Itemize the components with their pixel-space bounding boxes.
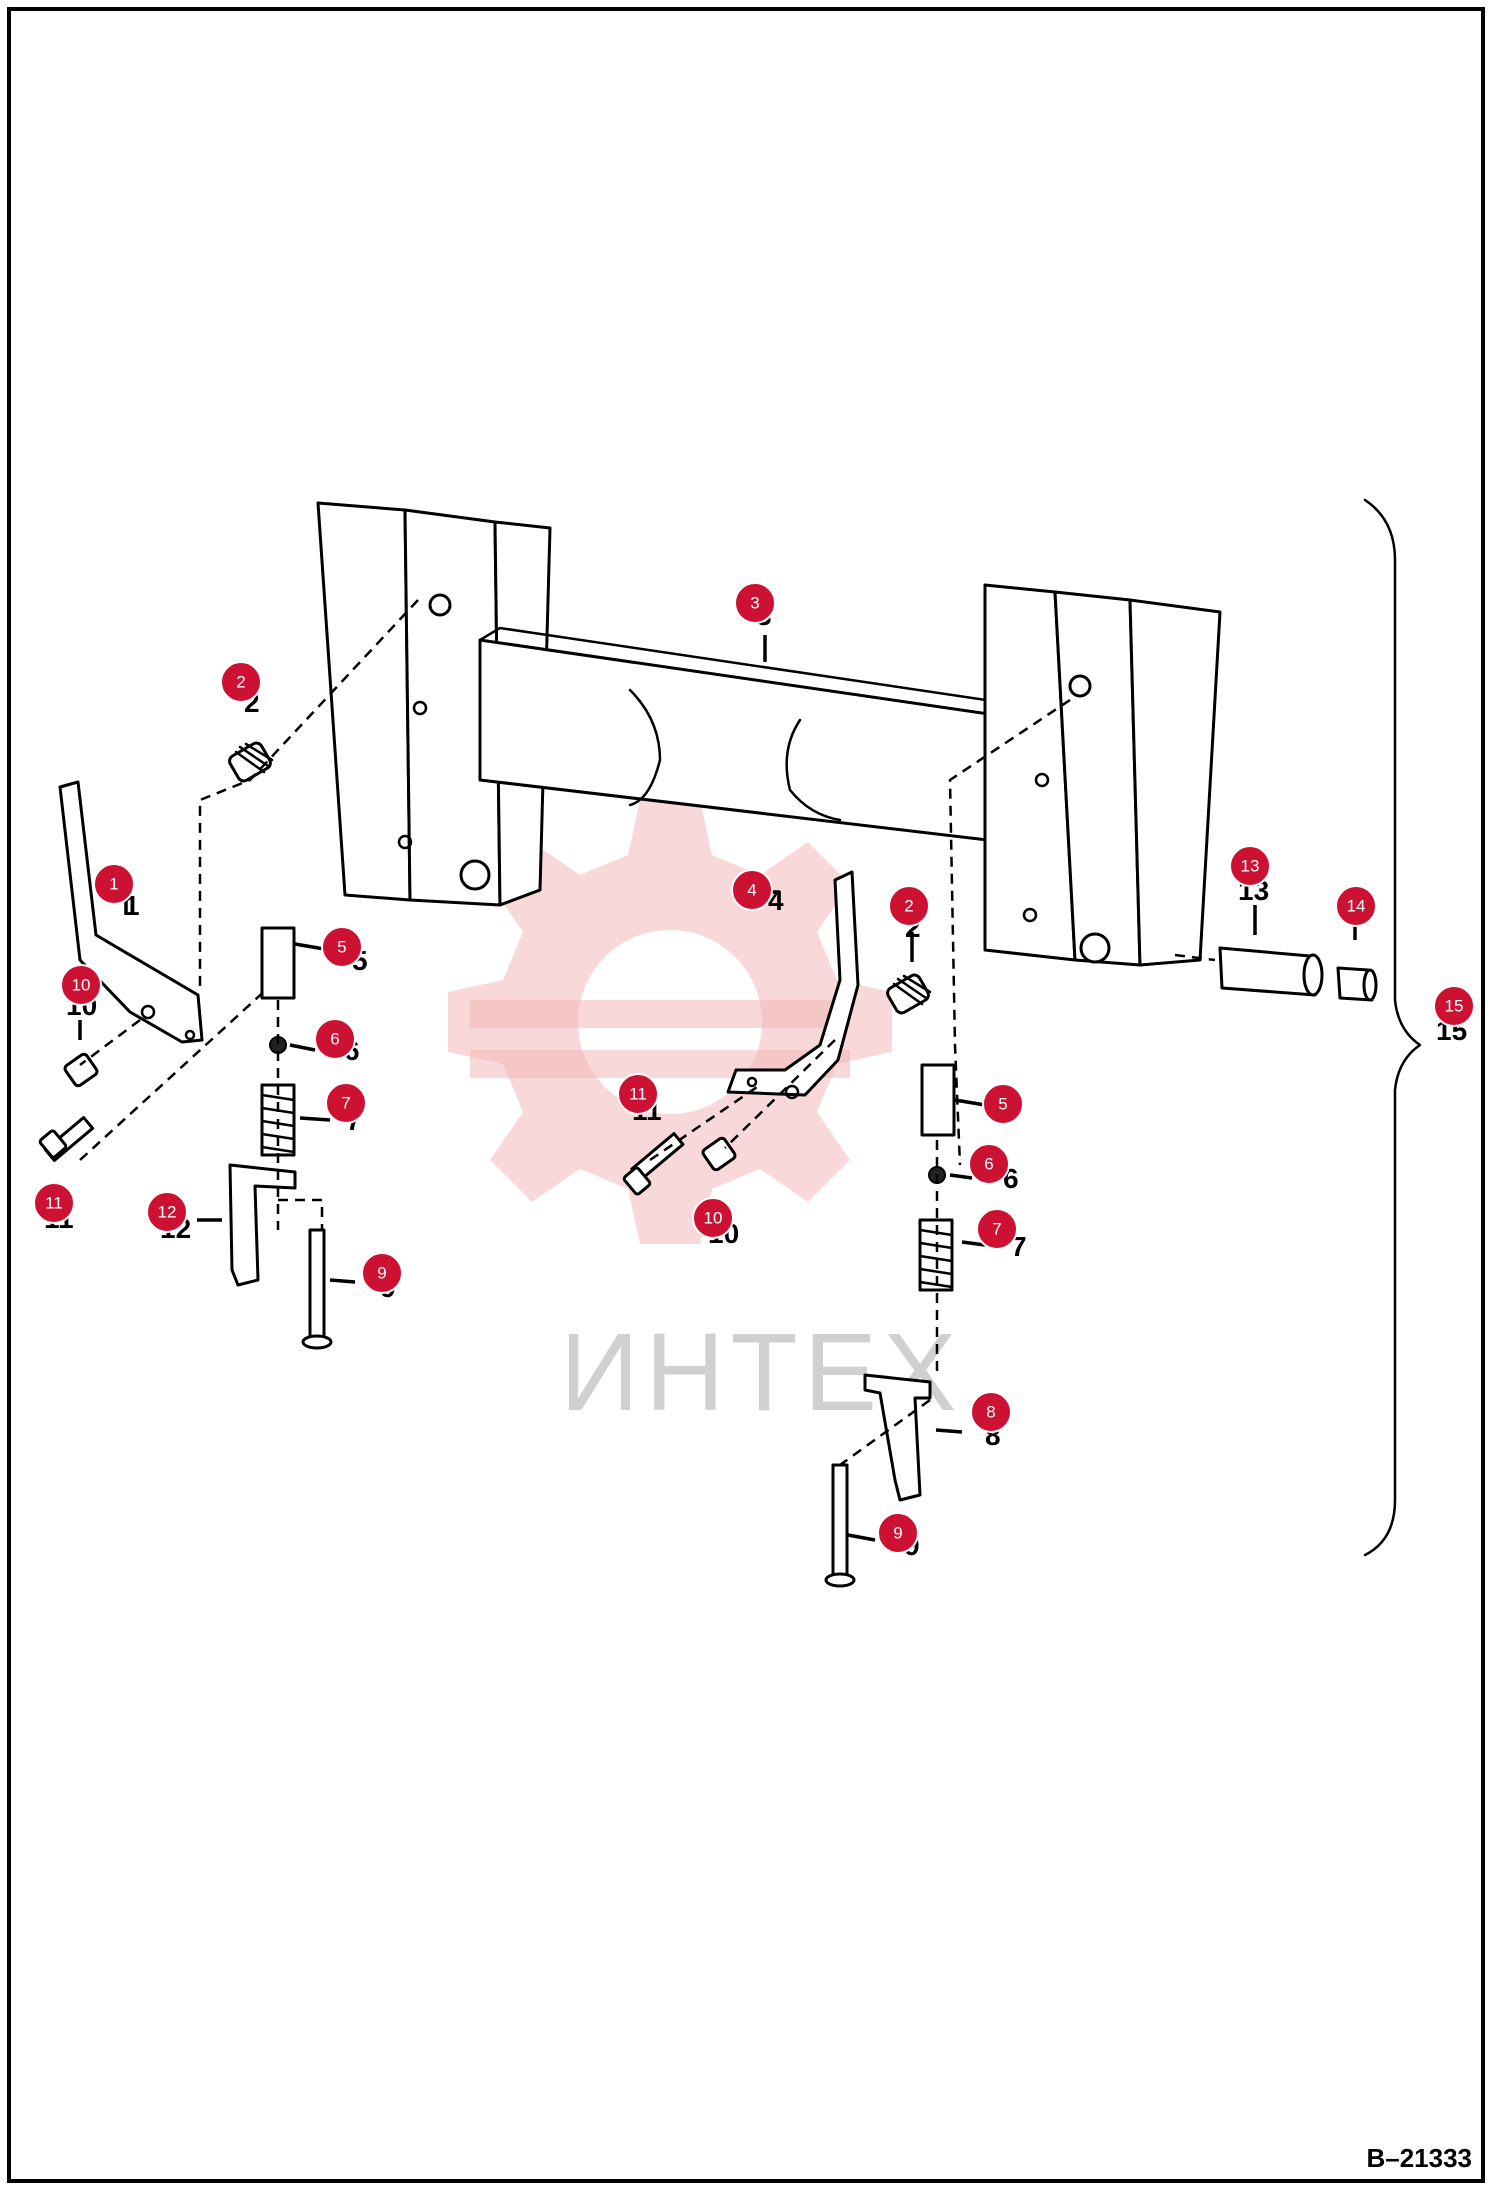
callout-badge[interactable]: 5 (982, 1083, 1024, 1125)
assembly-brace (1363, 498, 1422, 1557)
callout-badge[interactable]: 5 (321, 926, 363, 968)
right-spring-upper (886, 973, 932, 1015)
right-wedge-bolt (824, 1463, 856, 1588)
callout-badge[interactable]: 13 (1229, 845, 1271, 887)
callout-badge[interactable]: 4 (731, 869, 773, 911)
right-wedge (863, 1373, 932, 1502)
left-latch-block (260, 926, 296, 1000)
callout-badge[interactable]: 10 (60, 964, 102, 1006)
svg-text:11: 11 (629, 1085, 647, 1104)
svg-text:13: 13 (1241, 857, 1260, 876)
svg-text:4: 4 (747, 881, 756, 900)
svg-text:15: 15 (1445, 997, 1464, 1016)
svg-text:12: 12 (158, 1203, 177, 1222)
callout-badge[interactable]: 9 (361, 1252, 403, 1294)
svg-text:8: 8 (986, 1403, 995, 1422)
svg-text:6: 6 (984, 1155, 993, 1174)
svg-text:11: 11 (45, 1194, 63, 1213)
callout-badge[interactable]: 8 (970, 1391, 1012, 1433)
callout-badge[interactable]: 7 (325, 1082, 367, 1124)
callout-badges: 1 2 2 3 4 5 5 6 6 7 7 8 9 9 10 10 11 11 … (33, 582, 1475, 1554)
left-wedge (228, 1163, 297, 1287)
callout-badge[interactable]: 2 (220, 661, 262, 703)
left-wedge-bolt (301, 1228, 333, 1350)
svg-text:9: 9 (893, 1524, 902, 1543)
svg-text:5: 5 (337, 938, 346, 957)
svg-text:10: 10 (72, 976, 91, 995)
right-nut (701, 1136, 737, 1172)
svg-text:2: 2 (236, 673, 245, 692)
bushing (1218, 946, 1324, 997)
svg-text:10: 10 (704, 1209, 723, 1228)
callout-badge[interactable]: 9 (877, 1512, 919, 1554)
callout-badge[interactable]: 3 (734, 582, 776, 624)
svg-text:2: 2 (904, 897, 913, 916)
svg-text:1: 1 (109, 875, 118, 894)
callout-badge[interactable]: 12 (146, 1191, 188, 1233)
drawing-frame (7, 7, 1485, 2183)
callout-badge[interactable]: 7 (976, 1208, 1018, 1250)
svg-text:9: 9 (377, 1264, 386, 1283)
callout-badge[interactable]: 14 (1335, 885, 1377, 927)
quick-tach-frame (316, 501, 1222, 967)
left-capscrew (38, 1116, 95, 1162)
svg-text:5: 5 (998, 1095, 1007, 1114)
callout-badge[interactable]: 11 (617, 1073, 659, 1115)
svg-text:6: 6 (330, 1030, 339, 1049)
right-lever-handle (726, 870, 860, 1100)
svg-text:14: 14 (1347, 897, 1366, 916)
callout-badge[interactable]: 2 (888, 885, 930, 927)
svg-text:3: 3 (750, 594, 759, 613)
svg-text:7: 7 (992, 1220, 1001, 1239)
callout-badge[interactable]: 10 (692, 1197, 734, 1239)
left-nut (63, 1052, 99, 1088)
callout-badge[interactable]: 15 (1433, 985, 1475, 1027)
bushing-cap (1336, 966, 1378, 1002)
callout-badge[interactable]: 6 (968, 1143, 1010, 1185)
callout-badge[interactable]: 11 (33, 1182, 75, 1224)
right-latch-block (920, 1063, 956, 1137)
assembly-lines (79, 599, 1216, 1467)
callout-badge[interactable]: 1 (93, 863, 135, 905)
drawing-code: B–21333 (1366, 2143, 1472, 2173)
callout-badge[interactable]: 6 (314, 1018, 356, 1060)
svg-text:7: 7 (341, 1094, 350, 1113)
left-spring-upper (228, 741, 274, 783)
